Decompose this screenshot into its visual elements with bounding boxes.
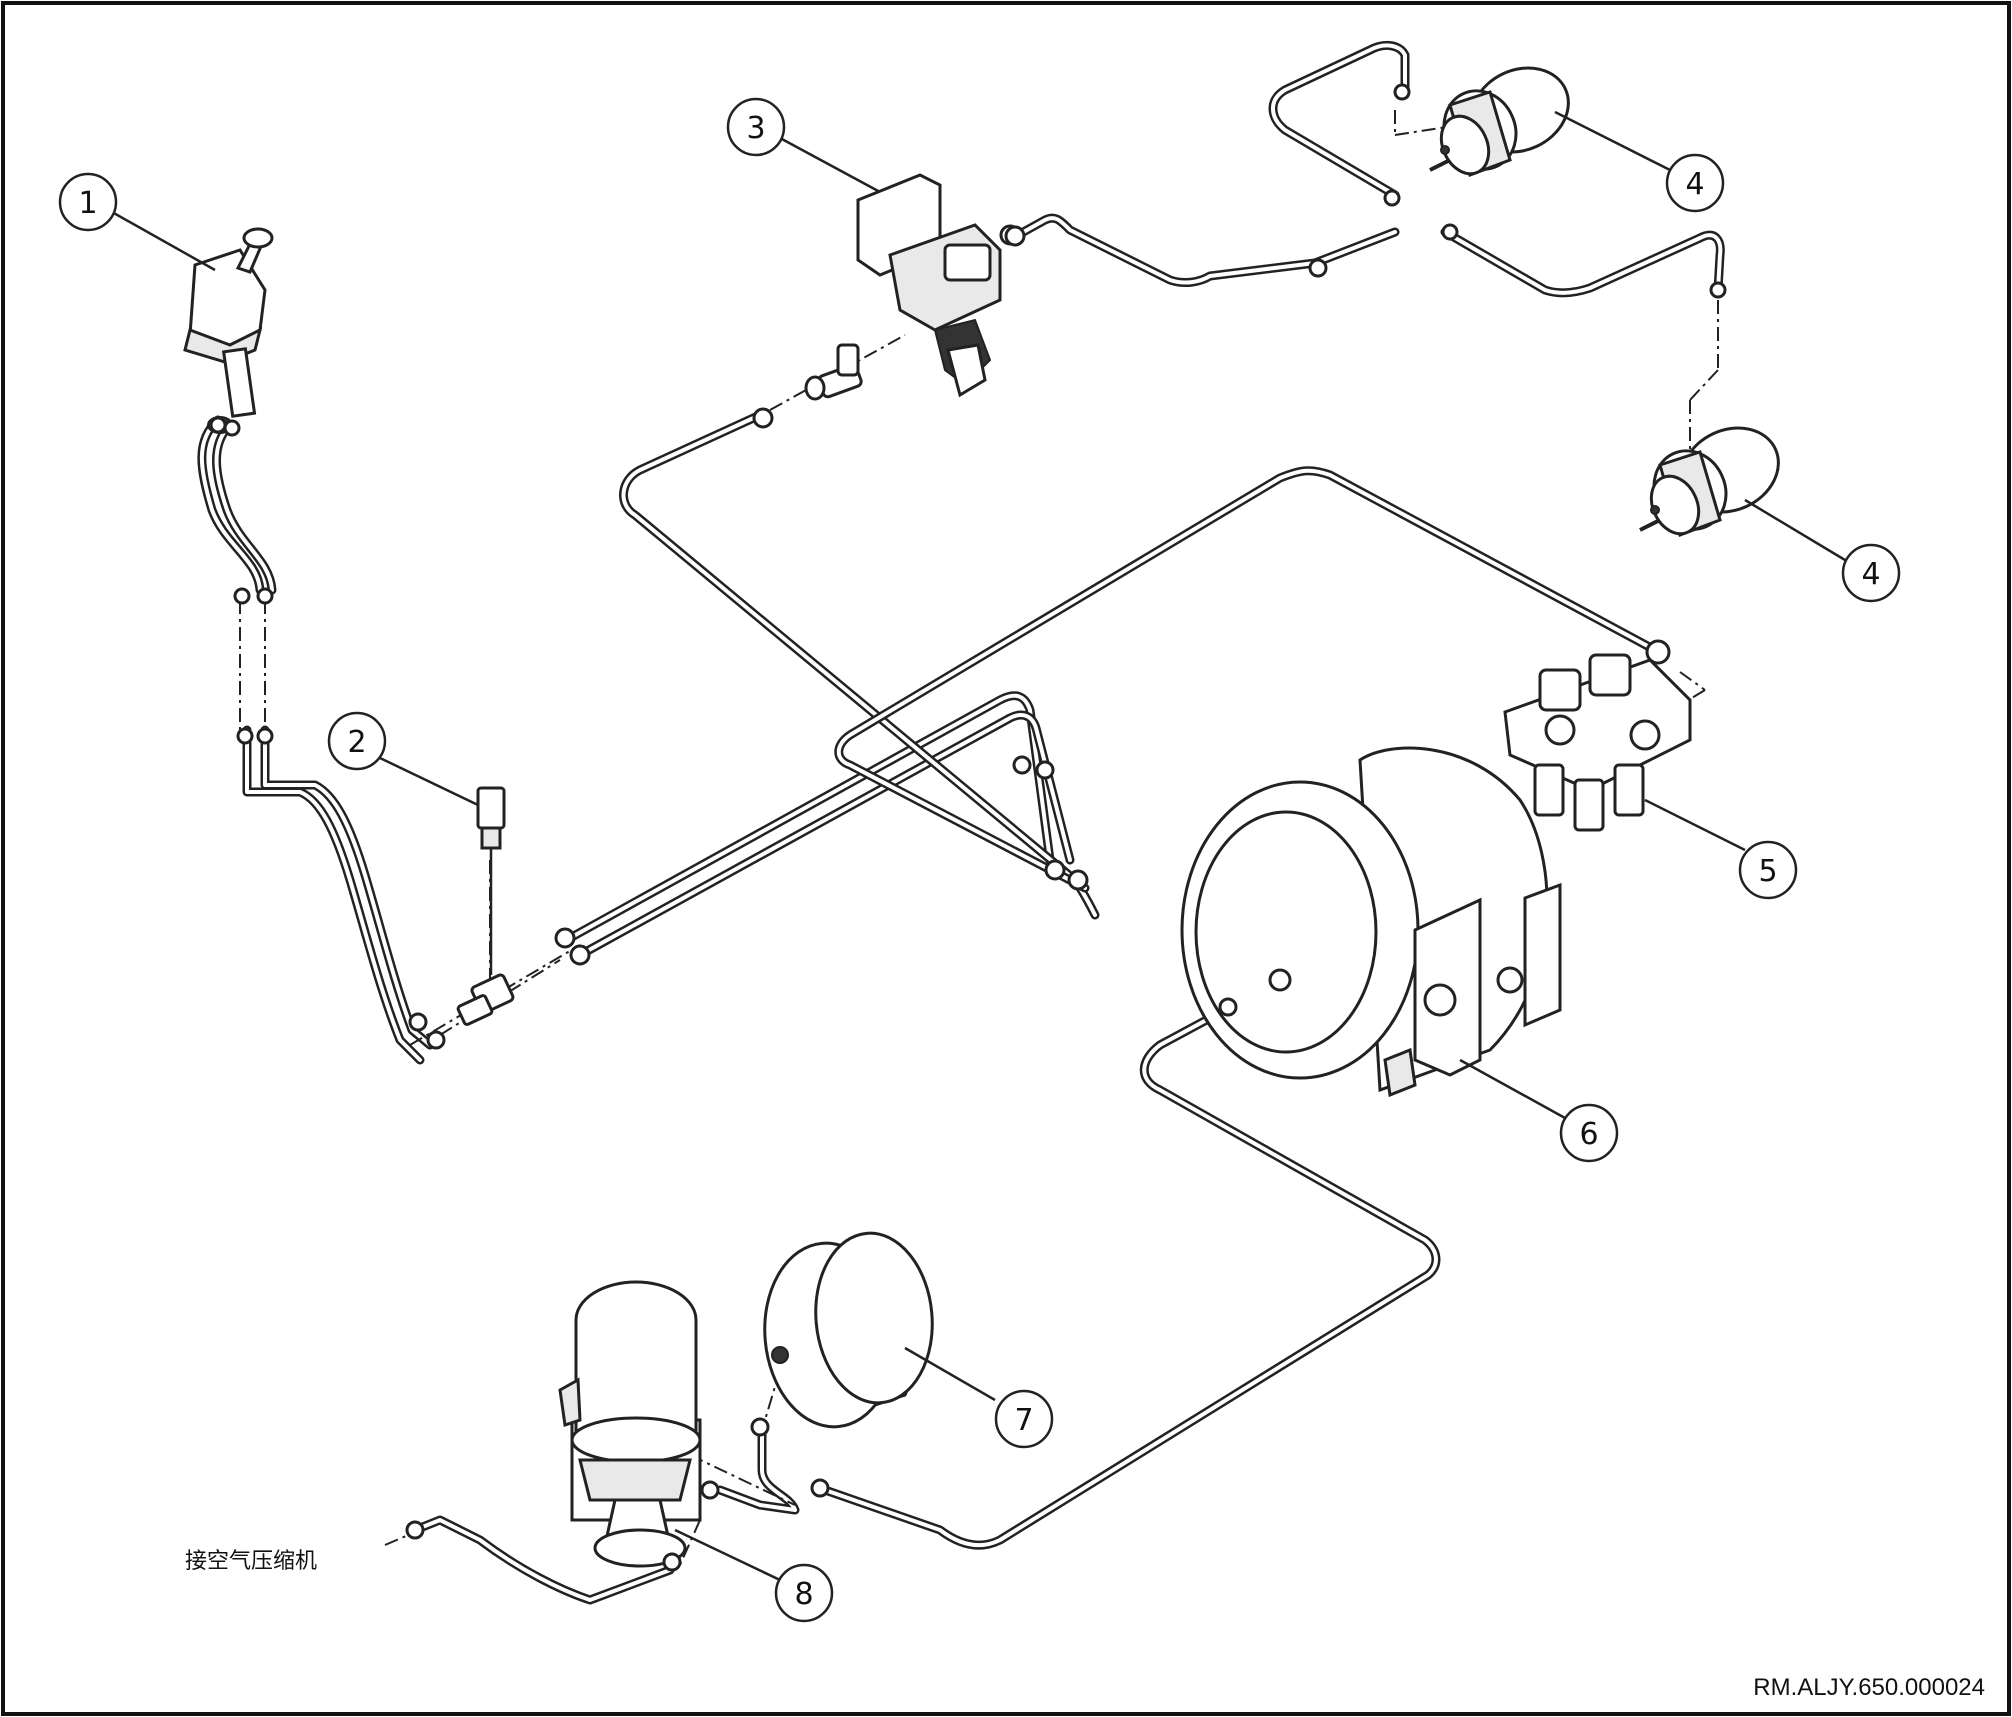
- pipe-fittings: [209, 83, 1727, 1572]
- air-dryer: [558, 1280, 702, 1568]
- callout-6: 6: [1559, 1103, 1619, 1163]
- air-tank-auxiliary: [763, 1231, 934, 1429]
- callout-3: 3: [726, 97, 786, 157]
- callout-1: 1: [58, 172, 118, 232]
- callout-label: 4: [1685, 167, 1704, 202]
- leader-lines: [111, 110, 1846, 1582]
- callout-label: 2: [347, 725, 366, 760]
- callout-label: 8: [794, 1577, 813, 1612]
- brake-chamber-upper: [1429, 66, 1570, 177]
- hand-brake-valve: [183, 227, 274, 434]
- callout-label: 7: [1014, 1403, 1033, 1438]
- pressure-switch: [456, 786, 515, 1026]
- brake-valve: [856, 173, 1021, 398]
- compressor-connection-label: 接空气压缩机: [185, 1549, 317, 1574]
- protection-valve: [1503, 653, 1692, 832]
- callout-5: 5: [1738, 840, 1798, 900]
- pipe-network: [197, 40, 1725, 1605]
- callout-label: 4: [1861, 557, 1880, 592]
- callout-label: 1: [78, 186, 97, 221]
- callout-8: 8: [774, 1563, 834, 1623]
- drawing-reference: RM.ALJY.650.000024: [1753, 1674, 1985, 1701]
- brake-chamber-lower: [1639, 426, 1780, 537]
- callout-label: 5: [1758, 854, 1777, 889]
- callout-2: 2: [327, 711, 387, 771]
- callout-label: 6: [1579, 1117, 1598, 1152]
- callout-7: 7: [994, 1389, 1054, 1449]
- callout-4-lower: 4: [1841, 543, 1901, 603]
- callout-label: 3: [746, 111, 765, 146]
- callout-4-upper: 4: [1665, 153, 1725, 213]
- tee-fitting: [804, 343, 863, 401]
- air-tank-main: [1180, 746, 1562, 1098]
